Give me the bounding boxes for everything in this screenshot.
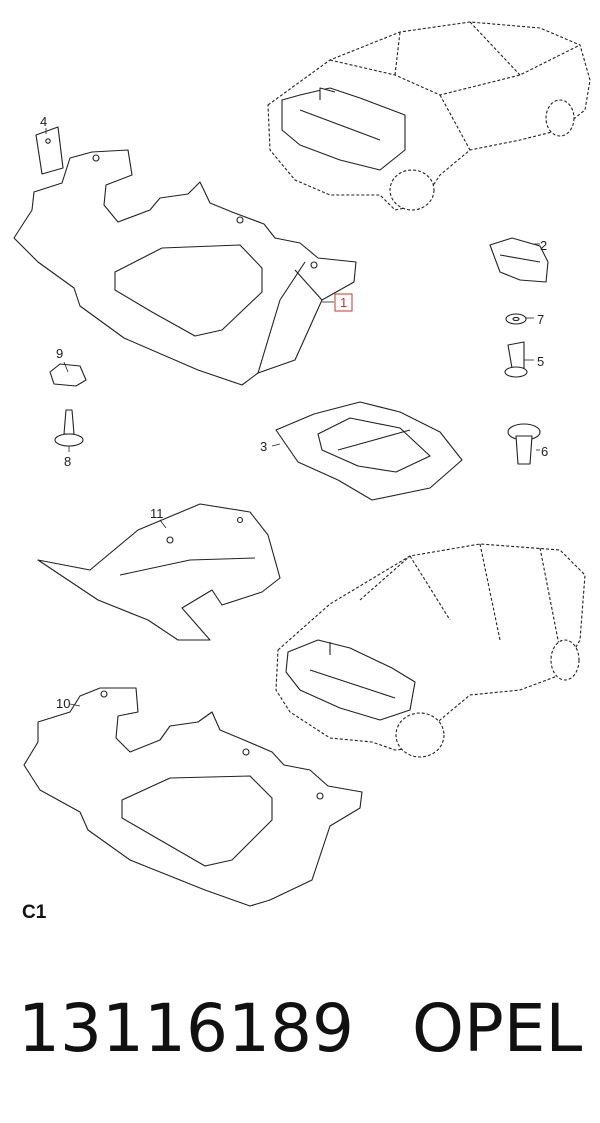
part-9-nut xyxy=(49,363,87,387)
callout-8: 8 xyxy=(64,454,71,469)
callout-1: 1 xyxy=(340,295,347,310)
part-7-washer xyxy=(505,313,527,325)
part-5-rivet xyxy=(504,341,528,378)
car-hatchback-engine-bay xyxy=(281,87,406,171)
part-number: 13116189 xyxy=(18,990,354,1067)
callout-10: 10 xyxy=(56,696,70,711)
part-4-bracket xyxy=(35,126,64,175)
brand-name: OPEL xyxy=(412,990,583,1067)
callout-4: 4 xyxy=(40,114,47,129)
callout-1-highlight-box xyxy=(334,293,353,312)
callout-9: 9 xyxy=(56,346,63,361)
callout-2: 2 xyxy=(540,238,547,253)
car-mpv-engine-bay xyxy=(285,639,416,721)
part-2-clip xyxy=(489,237,549,283)
section-label: C1 xyxy=(22,902,47,923)
callout-6: 6 xyxy=(541,444,548,459)
part-10-underbody-shield xyxy=(23,687,363,907)
part-8-screw xyxy=(54,409,84,447)
part-3-center-plate xyxy=(275,401,463,501)
callout-3: 3 xyxy=(260,439,267,454)
callout-5: 5 xyxy=(537,354,544,369)
part-1-underbody-shield xyxy=(13,149,357,386)
part-11-lower-shield xyxy=(37,503,281,641)
callout-7: 7 xyxy=(537,312,544,327)
part-6-screw xyxy=(507,423,541,465)
callout-11: 11 xyxy=(150,506,164,521)
car-hatchback-illustration xyxy=(267,21,591,211)
parts-diagram: 4 1 2 7 5 6 9 8 3 11 10 xyxy=(13,21,591,907)
